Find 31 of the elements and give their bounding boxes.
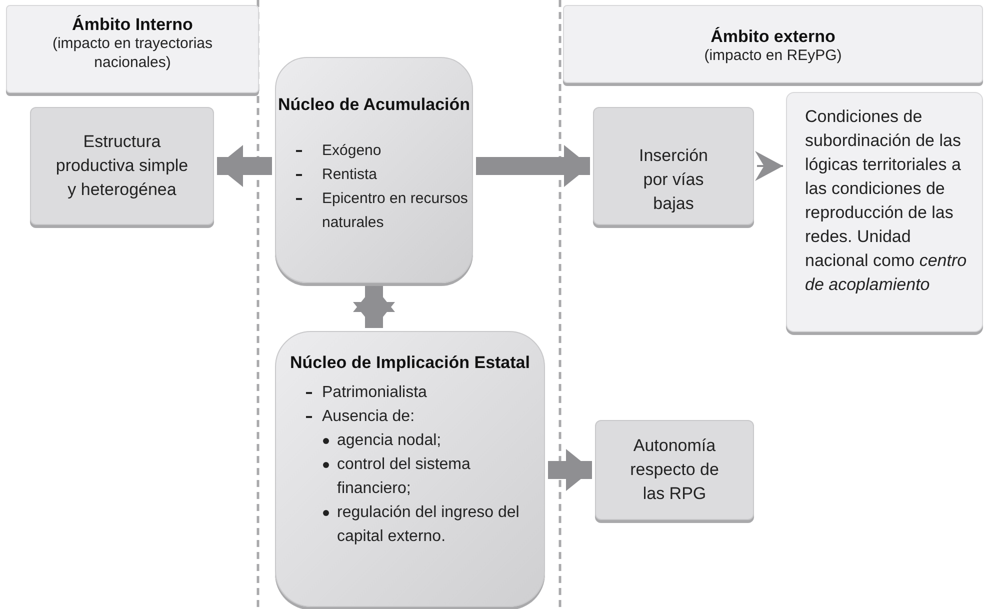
header-panel	[6, 5, 259, 93]
node-text: Estructura productiva simple y heterogénea	[54, 131, 190, 201]
list-item: Exógeno	[322, 141, 382, 162]
block-arrow	[217, 145, 272, 187]
list-item: agencia nodal;	[337, 431, 442, 452]
node-text: Inserción por vías bajas	[638, 145, 709, 215]
node-heading: Ámbito Interno	[72, 14, 193, 36]
node-text: Condiciones de subordinación de las lógicas territoriales a las condiciones de reproducción de las redes. Unidad nacional como centro de acoplamiento	[805, 106, 968, 296]
process-box	[593, 107, 754, 225]
node-heading: Núcleo de Acumulación	[278, 94, 470, 116]
node-heading: Núcleo de Implicación Estatal	[290, 352, 530, 374]
node-text: Autonomía respecto de las RPG	[629, 435, 720, 505]
node-subtitle: (impacto en REyPG)	[703, 47, 843, 66]
list-item: control del sistema financiero;	[337, 455, 472, 500]
block-arrow	[548, 449, 592, 491]
process-box	[30, 107, 214, 225]
block-arrow	[476, 145, 590, 187]
process-box	[595, 420, 754, 520]
core-box	[275, 331, 545, 607]
list-item: Rentista	[322, 165, 378, 186]
chevron-arrow	[755, 151, 783, 181]
core-box	[275, 57, 473, 283]
block-arrow	[353, 286, 395, 328]
list-item: Epicentro en recursos naturales	[322, 189, 468, 234]
node-heading: Ámbito externo	[710, 26, 836, 48]
header-panel	[563, 5, 983, 83]
outcome-box	[786, 92, 983, 332]
list-item: Patrimonialista	[322, 383, 427, 404]
list-item: Ausencia de:	[322, 407, 415, 428]
node-subtitle: (impacto en trayectorias nacionales)	[51, 35, 214, 73]
list-item: regulación del ingreso del capital externo.	[337, 503, 520, 548]
